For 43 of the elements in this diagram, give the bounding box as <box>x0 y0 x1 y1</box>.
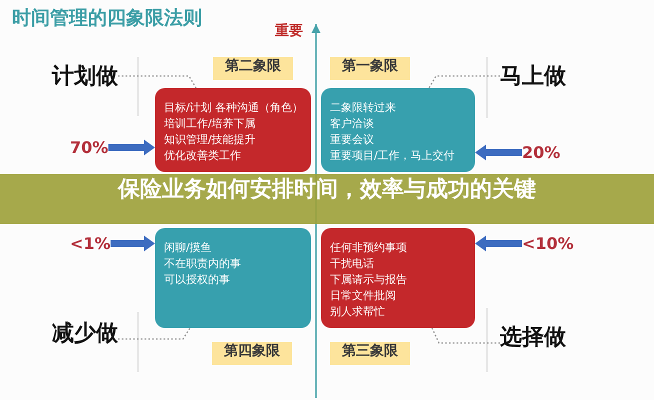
percentage-label: <10% <box>522 234 574 253</box>
list-item: 不在职责内的事 <box>164 256 241 272</box>
arrow <box>474 235 522 252</box>
leader-line <box>431 328 500 344</box>
quadrant-box <box>155 228 311 328</box>
list-item: 日常文件批阅 <box>330 288 396 304</box>
list-item: 干扰电话 <box>330 256 374 272</box>
quadrant-tag: 第一象限 <box>330 57 410 80</box>
action-label: 计划做 <box>52 61 118 91</box>
action-label: 减少做 <box>52 318 118 348</box>
list-item: 重要会议 <box>330 132 374 148</box>
leader-line <box>118 328 191 340</box>
arrow <box>110 235 156 252</box>
arrow <box>474 144 522 161</box>
arrow <box>108 139 156 156</box>
percentage-label: <1% <box>70 234 111 253</box>
percentage-label: 20% <box>522 143 560 162</box>
list-item: 下属请示与报告 <box>330 272 407 288</box>
caption-banner: 保险业务如何安排时间，效率与成功的关键 <box>0 174 654 224</box>
list-item: 闲聊/摸鱼 <box>164 240 212 256</box>
leader-line <box>118 75 197 88</box>
quadrant-tag: 第三象限 <box>330 342 410 365</box>
list-item: 优化改善类工作 <box>164 148 241 164</box>
list-item: 可以授权的事 <box>164 272 230 288</box>
percentage-label: 70% <box>70 138 108 157</box>
title: 时间管理的四象限法则 <box>12 6 202 31</box>
list-item: 客户洽谈 <box>330 116 374 132</box>
action-label: 选择做 <box>500 322 566 352</box>
list-item: 重要项目/工作，马上交付 <box>330 148 455 164</box>
leader-line <box>428 75 500 88</box>
quadrant-box <box>321 88 475 172</box>
axis-label: 重要 <box>275 22 303 40</box>
action-label: 马上做 <box>500 61 566 91</box>
quadrant-tag: 第二象限 <box>213 57 293 80</box>
list-item: 目标/计划 各种沟通（角色） <box>164 100 304 116</box>
list-item: 二象限转过来 <box>330 100 396 116</box>
quadrant-box <box>321 228 475 328</box>
list-item: 培训工作/培养下属 <box>164 116 256 132</box>
list-item: 别人求帮忙 <box>330 304 385 320</box>
list-item: 知识管理/技能提升 <box>164 132 256 148</box>
quadrant-tag: 第四象限 <box>212 342 292 365</box>
list-item: 任何非预约事项 <box>330 240 407 256</box>
quadrant-box <box>155 88 311 172</box>
